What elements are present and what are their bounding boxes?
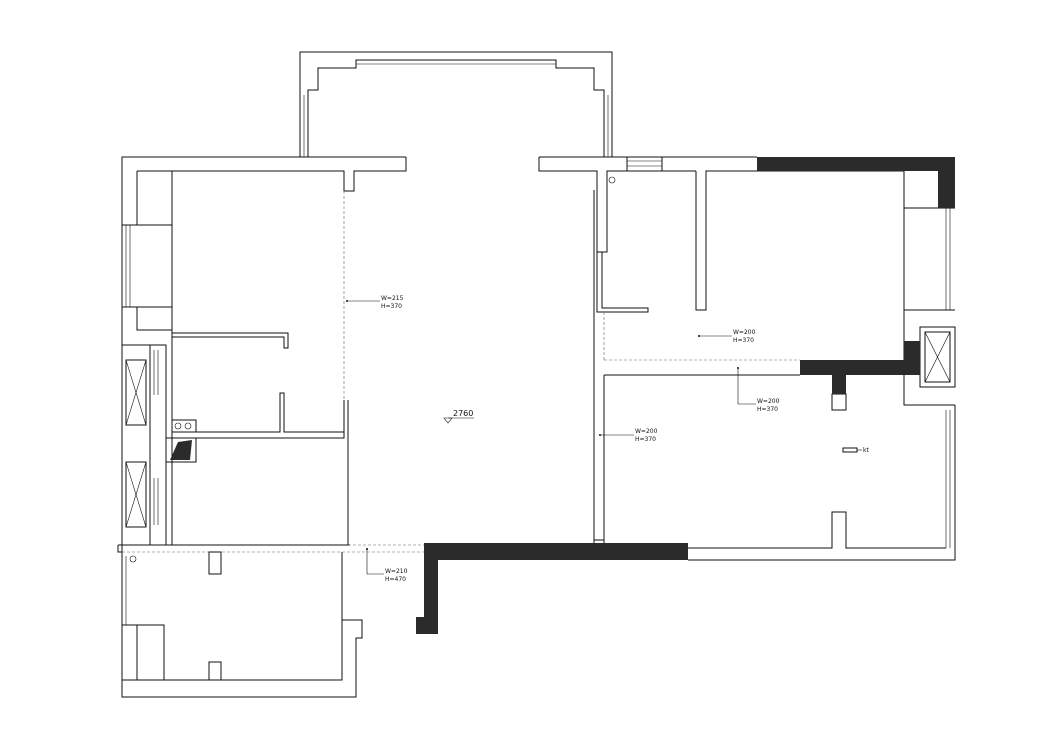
exterior-walls: [121, 156, 407, 552]
svg-text:H=370: H=370: [757, 406, 778, 413]
level-marker: 2760: [443, 409, 474, 424]
annotation-a1: W=215 H=370: [346, 295, 404, 310]
annotation-a2: W=200 H=370: [698, 329, 756, 344]
svg-text:W=200: W=200: [757, 398, 780, 405]
svg-text:H=370: H=370: [381, 303, 402, 310]
svg-text:H=470: H=470: [385, 576, 406, 583]
tag-label: kt: [863, 447, 869, 454]
svg-text:W=200: W=200: [635, 428, 658, 435]
bottom-wing: [117, 544, 424, 698]
svg-text:W=210: W=210: [385, 568, 408, 575]
svg-text:W=215: W=215: [381, 295, 404, 302]
solid-walls: [416, 157, 955, 634]
right-lower-area: kt: [593, 190, 956, 561]
svg-text:W=200: W=200: [733, 329, 756, 336]
annotation-a5: W=210 H=470: [366, 548, 408, 583]
level-mark-text: 2760: [453, 409, 473, 418]
annotation-a3: W=200 H=370: [737, 367, 780, 413]
annotation-a4: W=200 H=370: [599, 428, 658, 443]
left-rooms: [165, 171, 349, 545]
right-upper-wing: [538, 156, 956, 406]
svg-text:H=370: H=370: [733, 337, 754, 344]
svg-text:H=370: H=370: [635, 436, 656, 443]
bay-window: [299, 51, 613, 157]
